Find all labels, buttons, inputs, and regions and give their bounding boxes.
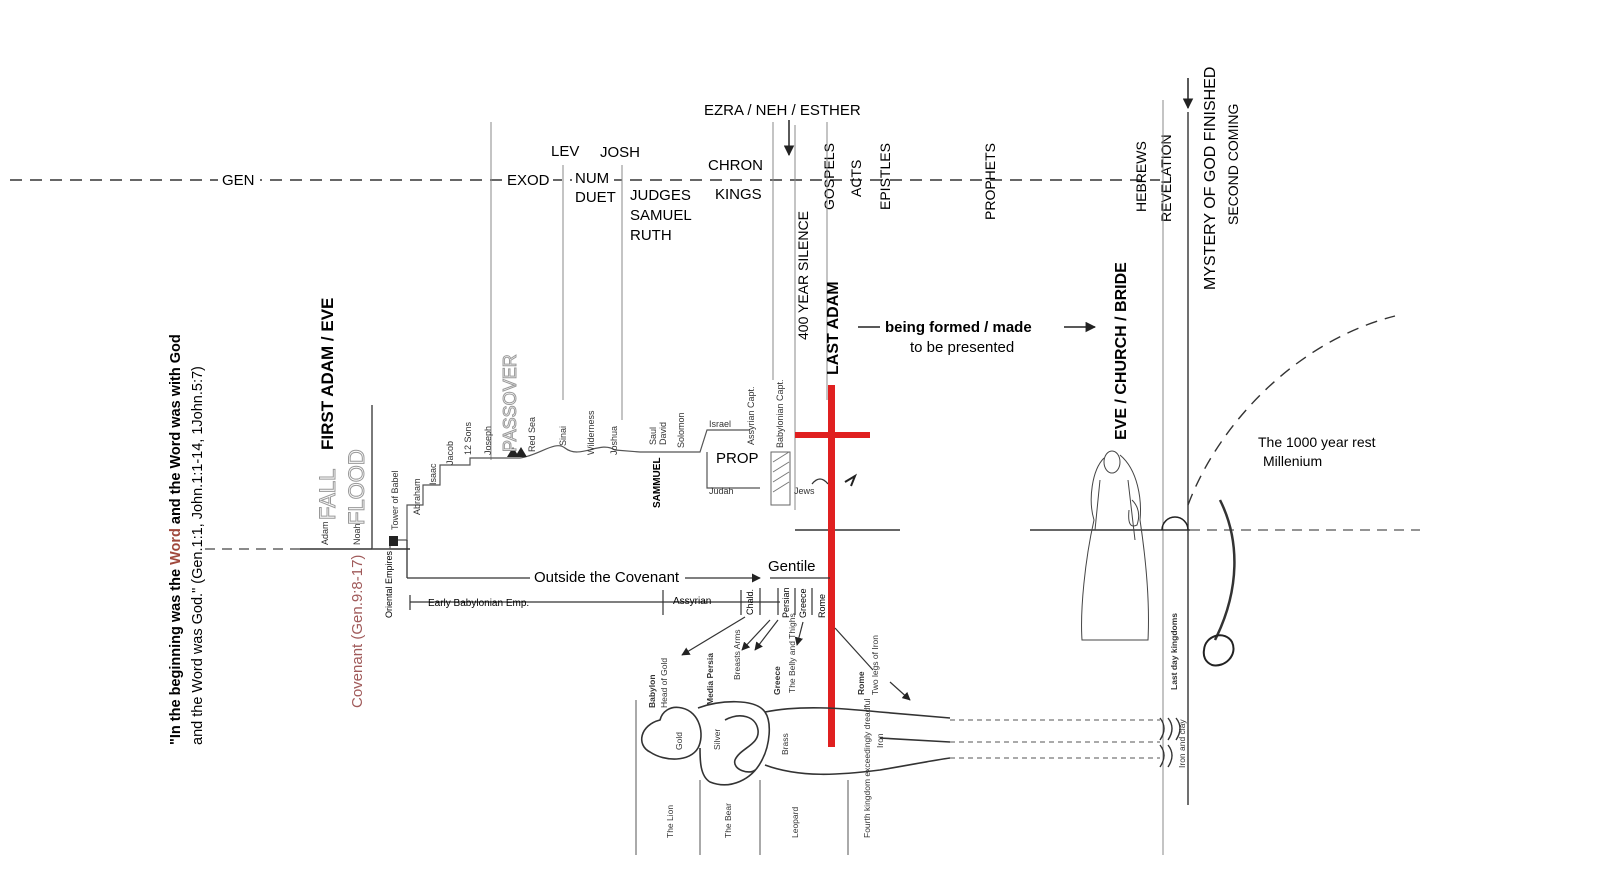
outside-covenant: Outside the Covenant (534, 569, 680, 586)
prop-label: PROP (716, 450, 759, 467)
eve-church-bride: EVE / CHURCH / BRIDE (1113, 262, 1130, 440)
stone-cut (1202, 634, 1235, 667)
statue-fourth: Fourth kingdom exceedingly dreadful (862, 699, 872, 838)
book-num: NUM (575, 170, 609, 187)
gentile-label: Gentile (768, 558, 816, 575)
label-abraham: Abraham (412, 478, 422, 515)
empire-chald: Chald. (745, 589, 755, 615)
captivity-box (770, 451, 791, 506)
label-12-sons: 12 Sons (463, 421, 473, 455)
label-saul: Saul (648, 427, 658, 445)
statue-silver: Silver (712, 729, 722, 750)
empire-early-babylonian: Early Babylonian Emp. (428, 598, 529, 609)
statue-brass: Brass (780, 733, 790, 755)
bride-figure (1081, 450, 1150, 641)
statue-drawing (640, 700, 951, 786)
statue-rome: Rome (856, 671, 866, 695)
book-ruth: RUTH (630, 227, 672, 244)
label-david: David (658, 422, 668, 445)
label-isaac: Isaac (428, 463, 438, 485)
quote-line-1: "In the beginning was the Word and the W… (168, 334, 184, 745)
being-formed: being formed / made (885, 319, 1032, 336)
empire-persian: Persian (781, 587, 791, 618)
statue-iron: Iron (875, 733, 885, 748)
statue-breasts-arms: Breasts Arms (732, 629, 742, 680)
label-adam: Adam (320, 521, 330, 545)
quote-line-2: and the Word was God." (Gen.1:1, John.1:… (190, 366, 206, 745)
to-be-presented: to be presented (910, 339, 1014, 356)
book-samuel: SAMUEL (630, 207, 692, 224)
covenant-label: Covenant (Gen.9:8-17) (349, 555, 366, 708)
statue-babylon: Babylon (647, 674, 657, 708)
statue-last-day: Last day kingdoms (1169, 613, 1179, 690)
label-babylonian-capt: Babylonian Capt. (775, 379, 785, 448)
second-coming: SECOND COMING (1225, 104, 1241, 225)
book-judges: JUDGES (630, 187, 691, 204)
book-duet: DUET (575, 189, 616, 206)
book-prophets: PROPHETS (982, 143, 998, 220)
book-chron: CHRON (708, 157, 763, 174)
statue-media-persia: Media Persia (705, 653, 715, 705)
silence-label: 400 YEAR SILENCE (795, 211, 811, 340)
label-solomon: Solomon (676, 412, 686, 448)
label-noah: Noah (352, 523, 362, 545)
book-gospels: GOSPELS (821, 143, 837, 210)
mystery-finished: MYSTERY OF GOD FINISHED (1202, 67, 1219, 290)
label-joshua: Joshua (609, 426, 619, 455)
label-wilderness: Wilderness (586, 410, 596, 455)
stone-trail (1213, 499, 1236, 641)
label-jews: Jews (794, 486, 815, 496)
last-adam-label: LAST ADAM (825, 281, 842, 375)
label-joseph: Joseph (483, 426, 493, 455)
red-cross-horizontal (795, 432, 870, 438)
empire-oriental: Oriental Empires (384, 550, 394, 618)
statue-dashed-legs (950, 719, 1160, 759)
book-revelation: REVELATION (1158, 134, 1174, 222)
label-israel: Israel (709, 419, 731, 429)
book-gen: GEN (222, 172, 255, 189)
label-sammuel: SAMMUEL (652, 457, 663, 508)
rapture-arc (1161, 516, 1189, 531)
book-epistles: EPISTLES (877, 143, 893, 210)
red-cross-vertical (828, 385, 835, 747)
millenium-arc (1187, 315, 1396, 506)
book-josh: JOSH (600, 144, 640, 161)
passover-label: PASSOVER (500, 354, 520, 452)
book-kings: KINGS (715, 186, 762, 203)
rest-line-1: The 1000 year rest (1258, 434, 1376, 450)
empire-rome: Rome (817, 594, 827, 618)
statue-belly-thighs: The Belly and Thighs (787, 613, 797, 693)
label-red-sea: Red Sea (527, 417, 537, 452)
fall-label: FALL (315, 469, 340, 520)
statue-leopard: Leopard (790, 807, 800, 838)
book-ezra-neh-esther: EZRA / NEH / ESTHER (704, 102, 861, 119)
first-adam-eve: FIRST ADAM / EVE (318, 298, 337, 450)
empire-greece: Greece (798, 588, 808, 618)
statue-head-gold: Head of Gold (659, 658, 669, 708)
statue-gold: Gold (674, 732, 684, 750)
flood-label: FLOOD (344, 449, 369, 525)
statue-greece: Greece (772, 666, 782, 695)
label-assyrian-capt: Assyrian Capt. (746, 386, 756, 445)
label-tower: Tower of Babel (390, 470, 400, 530)
book-exod: EXOD (507, 172, 550, 189)
statue-two-legs: Two legs of Iron (870, 635, 880, 695)
label-judah: Judah (709, 486, 734, 496)
book-acts: ACTS (848, 160, 864, 197)
statue-iron-clay: Iron and clay (1177, 719, 1187, 768)
vertical-guides (490, 100, 1164, 855)
statue-bear: The Bear (723, 803, 733, 838)
statue-lion: The Lion (665, 805, 675, 838)
israel-history-line (372, 429, 760, 550)
tower-mark (389, 536, 398, 546)
rest-line-2: Millenium (1263, 453, 1322, 469)
label-jacob: Jacob (445, 441, 455, 465)
book-lev: LEV (551, 143, 579, 160)
book-hebrews: HEBREWS (1133, 141, 1149, 212)
empire-assyrian: Assyrian (673, 596, 711, 607)
passover-marks (507, 447, 527, 457)
label-sinai: Sinai (558, 426, 568, 446)
